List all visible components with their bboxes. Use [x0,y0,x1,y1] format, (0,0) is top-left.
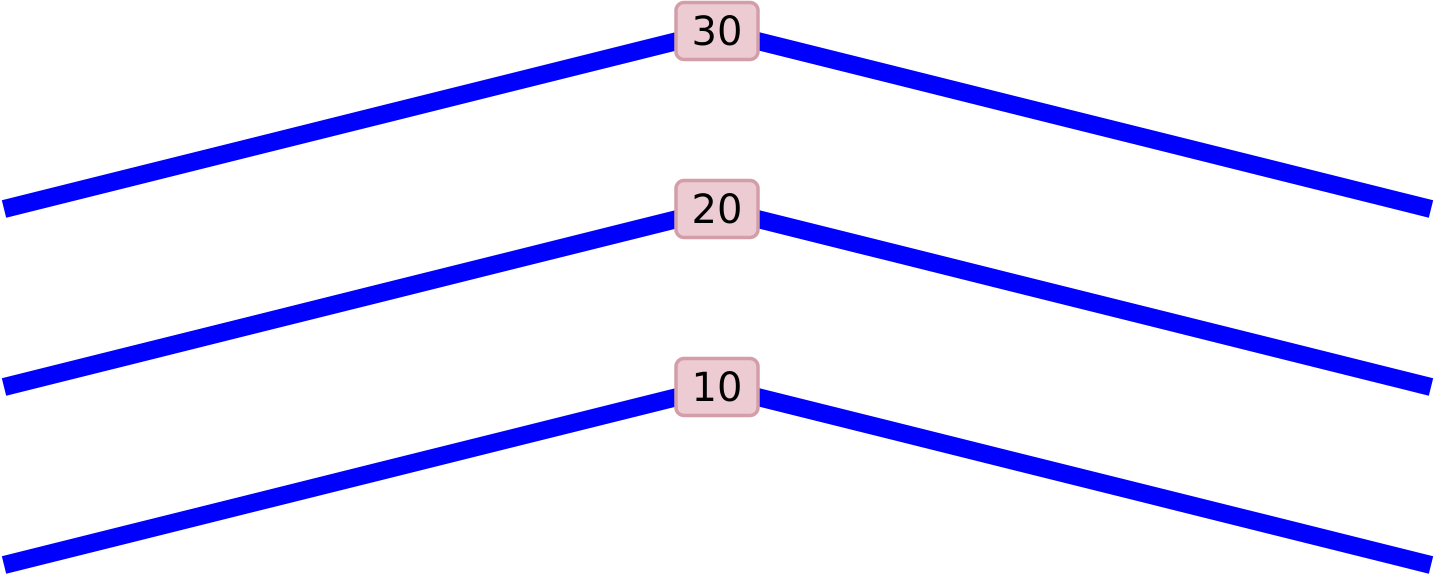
data-label-box [674,0,760,62]
data-label-box [674,356,760,418]
data-label-box [674,178,760,240]
series-10: 10 [1,356,1434,574]
series-20: 20 [1,178,1434,396]
data-label: 20 [692,187,743,233]
data-label: 10 [692,365,743,411]
series-30: 30 [1,0,1434,218]
data-label: 30 [692,9,743,55]
